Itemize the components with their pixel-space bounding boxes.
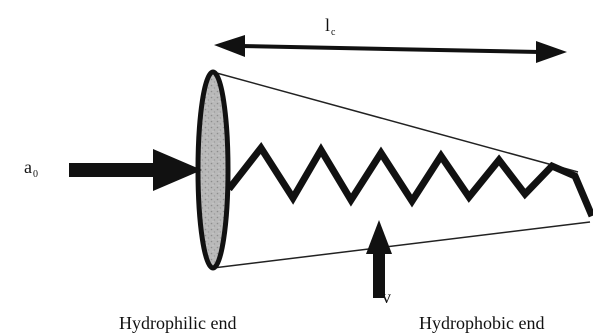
head-area-subscript: 0 [33,169,38,180]
hydrophilic-head-ellipse [195,69,231,271]
volume-label: v [382,287,391,307]
hydrophilic-end-label: Hydrophilic end [119,313,237,333]
critical-length-label: lc [325,15,335,38]
head-area-symbol: a [24,157,32,177]
critical-length-symbol: l [325,15,331,35]
cone-lower-edge [212,221,591,269]
cone-upper-edge [212,71,579,173]
hydrophobic-end-label: Hydrophobic end [419,313,545,333]
critical-length-subscript: c [331,27,336,38]
head-area-arrow [69,149,202,191]
hydrocarbon-chain-zigzag [226,141,593,218]
volume-arrow [366,220,392,298]
critical-length-arrow [214,35,567,63]
head-area-label: a0 [24,157,38,180]
